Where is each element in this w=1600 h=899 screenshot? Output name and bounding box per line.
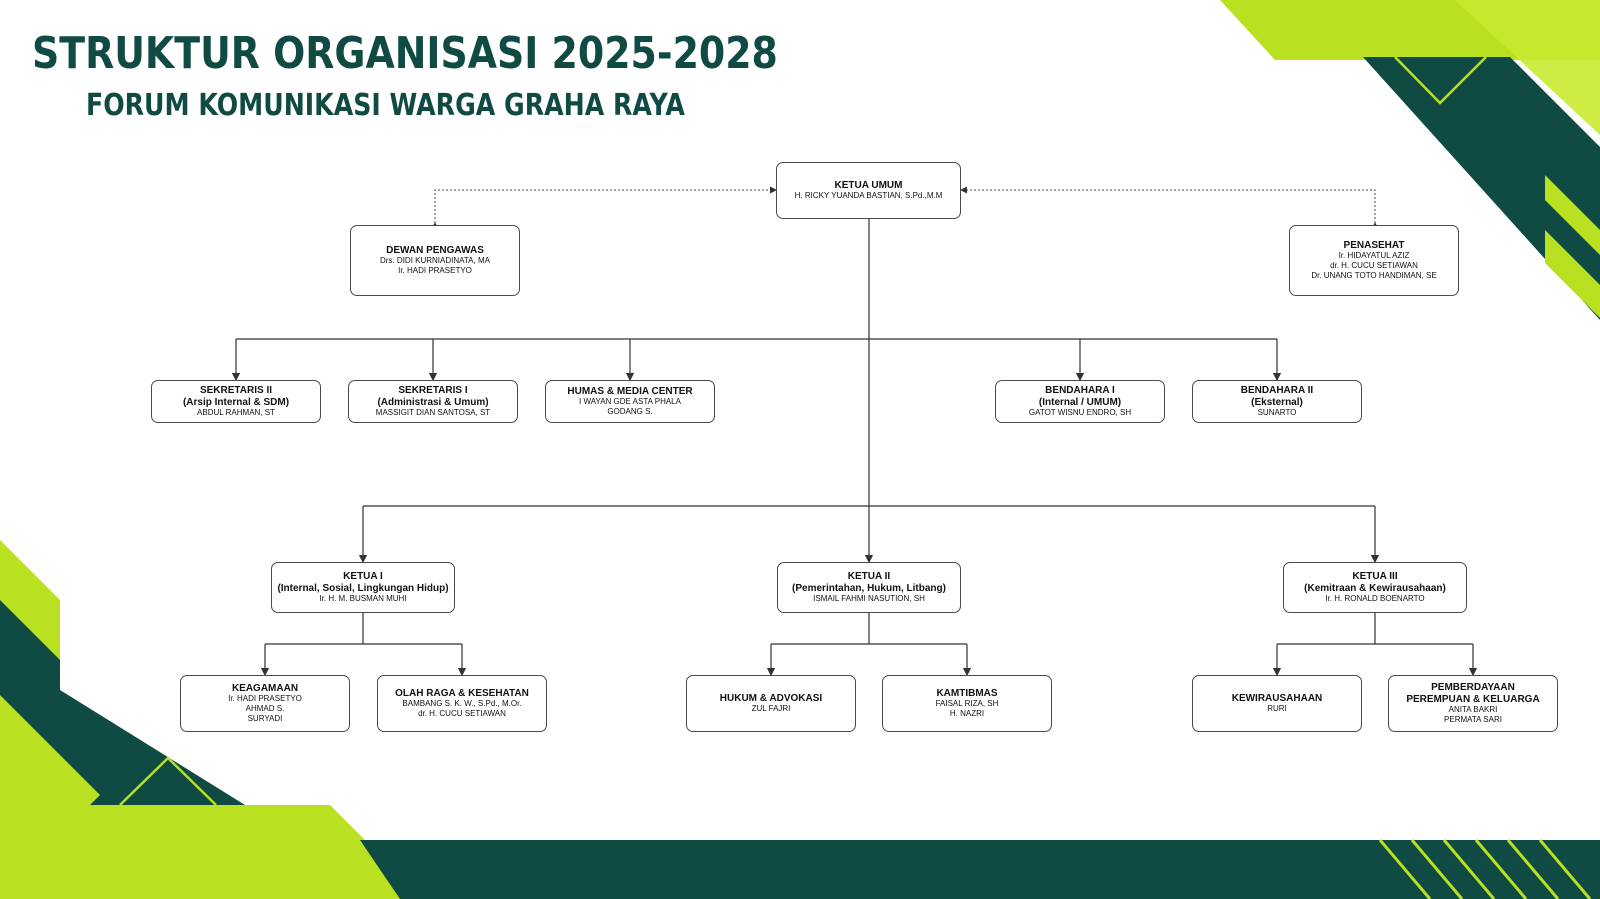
hukum-title: HUKUM & ADVOKASI — [719, 692, 823, 704]
ketua-2-title: KETUA II — [847, 571, 891, 582]
penasehat-title: PENASEHAT — [1343, 239, 1405, 251]
olahraga-title: OLAH RAGA & KESEHATAN — [395, 687, 529, 699]
member-name: Ir. HIDAYATUL AZIZ — [1338, 251, 1410, 261]
humas-title: HUMAS & MEDIA CENTER — [567, 385, 693, 397]
ketua-3-subtitle: (Kemitraan & Kewirausahaan) — [1304, 582, 1446, 594]
box-dewan-pengawas: DEWAN PENGAWAS Drs. DIDI KURNIADINATA, M… — [350, 225, 520, 296]
top-right-dark-band — [1363, 57, 1600, 320]
bottom-left-chevron — [119, 756, 217, 806]
member-name: Ir. H. RONALD BOENARTO — [1325, 594, 1425, 603]
bendahara-1-title: BENDAHARA I — [1045, 385, 1115, 396]
box-sekretaris-1: SEKRETARIS I (Administrasi & Umum) MASSI… — [348, 380, 518, 423]
box-kewirausahaan: KEWIRAUSAHAAN RURI — [1192, 675, 1362, 732]
member-name: SUNARTO — [1257, 408, 1297, 417]
kewirausahaan-title: KEWIRAUSAHAAN — [1231, 692, 1323, 704]
member-name: H. NAZRI — [949, 709, 985, 719]
member-name: ZUL FAJRI — [751, 704, 791, 714]
box-ketua-2: KETUA II (Pemerintahan, Hukum, Litbang) … — [777, 562, 961, 613]
bottom-left-dark-band — [0, 600, 245, 805]
box-penasehat: PENASEHAT Ir. HIDAYATUL AZIZ dr. H. CUCU… — [1289, 225, 1459, 296]
member-name: Ir. HADI PRASETYO — [228, 694, 302, 704]
bendahara-2-subtitle: (Eksternal) — [1251, 396, 1303, 408]
ketua-1-subtitle: (Internal, Sosial, Lingkungan Hidup) — [277, 582, 449, 594]
member-name: ANITA BAKRI — [1448, 705, 1498, 714]
member-name: PERMATA SARI — [1444, 715, 1502, 724]
member-name: GODANG S. — [607, 407, 653, 417]
box-ketua-1: KETUA I (Internal, Sosial, Lingkungan Hi… — [271, 562, 455, 613]
box-sekretaris-2: SEKRETARIS II (Arsip Internal & SDM) ABD… — [151, 380, 321, 423]
member-name: BAMBANG S. K. W., S.Pd., M.Or. — [402, 699, 522, 709]
keagamaan-title: KEAGAMAAN — [231, 682, 299, 694]
box-bendahara-1: BENDAHARA I (Internal / UMUM) GATOT WISN… — [995, 380, 1165, 423]
page-title: STRUKTUR ORGANISASI 2025-2028 — [32, 28, 778, 79]
member-name: ISMAIL FAHMI NASUTION, SH — [813, 594, 925, 603]
member-name: Drs. DIDI KURNIADINATA, MA — [380, 256, 490, 266]
bottom-left-lime-base — [0, 805, 400, 899]
member-name: SURYADI — [247, 714, 283, 724]
ketua-umum-title: KETUA UMUM — [834, 179, 903, 191]
hierarchy-links — [231, 219, 1478, 677]
top-right-lime-accent — [1455, 0, 1600, 135]
sekretaris-2-title: SEKRETARIS II — [199, 385, 273, 396]
right-lime-stripe-2 — [1545, 230, 1600, 318]
box-hukum-advokasi: HUKUM & ADVOKASI ZUL FAJRI — [686, 675, 856, 732]
member-name: RURI — [1267, 704, 1287, 714]
member-name: GATOT WISNU ENDRO, SH — [1028, 408, 1132, 417]
sekretaris-1-subtitle: (Administrasi & Umum) — [377, 396, 489, 408]
member-name: Ir. HADI PRASETYO — [398, 266, 472, 276]
box-pemberdayaan: PEMBERDAYAAN PEREMPUAN & KELUARGA ANITA … — [1388, 675, 1558, 732]
dewan-pengawas-title: DEWAN PENGAWAS — [386, 244, 484, 256]
ketua-2-subtitle: (Pemerintahan, Hukum, Litbang) — [792, 582, 946, 594]
member-name: dr. H. CUCU SETIAWAN — [1330, 261, 1418, 271]
bottom-right-stripes — [1378, 839, 1592, 899]
box-keagamaan: KEAGAMAAN Ir. HADI PRASETYO AHMAD S. SUR… — [180, 675, 350, 732]
member-name: FAISAL RIZA, SH — [935, 699, 999, 709]
box-humas-media-center: HUMAS & MEDIA CENTER I WAYAN GDE ASTA PH… — [545, 380, 715, 423]
pemberdayaan-subtitle: PEREMPUAN & KELUARGA — [1406, 693, 1540, 705]
box-olah-raga-kesehatan: OLAH RAGA & KESEHATAN BAMBANG S. K. W., … — [377, 675, 547, 732]
ketua-umum-name: H. RICKY YUANDA BASTIAN, S.Pd.,M.M — [794, 191, 943, 201]
bendahara-1-subtitle: (Internal / UMUM) — [1038, 396, 1122, 408]
box-ketua-umum: KETUA UMUM H. RICKY YUANDA BASTIAN, S.Pd… — [776, 162, 961, 219]
member-name: I WAYAN GDE ASTA PHALA — [579, 397, 681, 407]
box-kamtibmas: KAMTIBMAS FAISAL RIZA, SH H. NAZRI — [882, 675, 1052, 732]
right-lime-stripe-1 — [1545, 175, 1600, 255]
page-subtitle: FORUM KOMUNIKASI WARGA GRAHA RAYA — [86, 88, 685, 123]
ketua-3-title: KETUA III — [1352, 571, 1398, 582]
member-name: Dr. UNANG TOTO HANDIMAN, SE — [1311, 271, 1437, 281]
ketua-1-title: KETUA I — [343, 571, 383, 582]
member-name: MASSIGIT DIAN SANTOSA, ST — [375, 408, 491, 417]
sekretaris-1-title: SEKRETARIS I — [398, 385, 468, 396]
bottom-dark-band — [360, 840, 1600, 899]
box-bendahara-2: BENDAHARA II (Eksternal) SUNARTO — [1192, 380, 1362, 423]
member-name: AHMAD S. — [245, 704, 285, 714]
box-ketua-3: KETUA III (Kemitraan & Kewirausahaan) Ir… — [1283, 562, 1467, 613]
member-name: Ir. H. M. BUSMAN MUHI — [319, 594, 407, 603]
pemberdayaan-title: PEMBERDAYAAN — [1431, 682, 1515, 693]
bendahara-2-title: BENDAHARA II — [1240, 385, 1314, 396]
kamtibmas-title: KAMTIBMAS — [936, 687, 998, 699]
member-name: dr. H. CUCU SETIAWAN — [418, 709, 506, 719]
member-name: ABDUL RAHMAN, ST — [197, 408, 275, 417]
advisory-links — [431, 186, 1379, 229]
sekretaris-2-subtitle: (Arsip Internal & SDM) — [182, 396, 290, 408]
top-right-chevron — [1394, 56, 1487, 105]
